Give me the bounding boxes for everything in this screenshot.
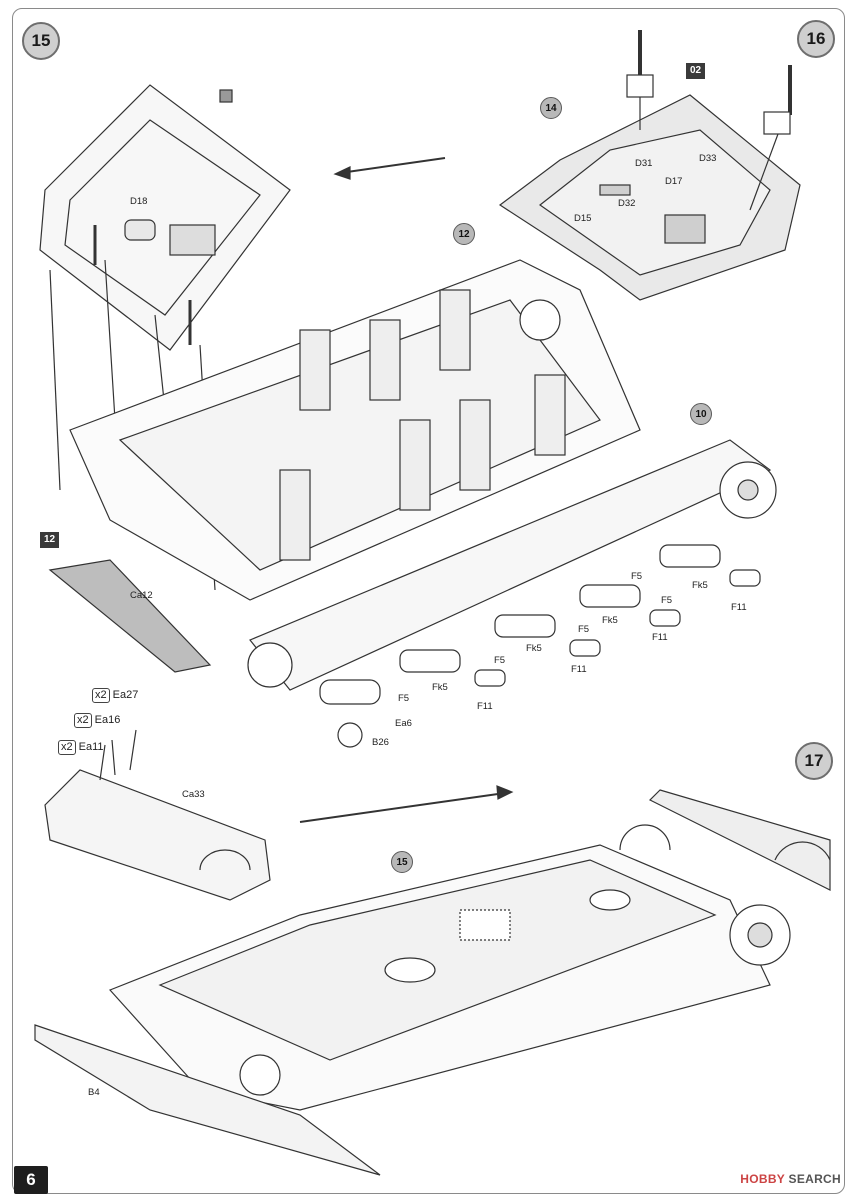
label-d15: D15 <box>574 213 592 224</box>
label-ca12: Ca12 <box>130 590 153 601</box>
watermark: HOBBY SEARCH <box>740 1172 841 1186</box>
box-tag-02: 02 <box>686 63 706 79</box>
page-number: 6 <box>14 1166 48 1194</box>
label-f11-3: F11 <box>652 632 668 643</box>
label-d18: D18 <box>130 196 148 207</box>
page-frame <box>12 8 845 1194</box>
ref-badge-10: 10 <box>690 403 712 425</box>
label-f11-1: F11 <box>477 701 493 712</box>
label-fk5-2: Fk5 <box>526 643 542 654</box>
label-fk5-3: Fk5 <box>602 615 618 626</box>
label-b26: B26 <box>372 737 389 748</box>
ref-badge-12: 12 <box>453 223 475 245</box>
label-ca33: Ca33 <box>182 789 205 800</box>
label-d17: D17 <box>665 176 683 187</box>
floor-plate-15 <box>39 84 291 351</box>
cover-ca33 <box>44 769 271 901</box>
label-fk5-4: Fk5 <box>692 580 708 591</box>
step-badge-16: 16 <box>797 20 835 58</box>
label-b4: B4 <box>88 1087 100 1098</box>
label-ea6: Ea6 <box>395 718 412 729</box>
label-f5-5: F5 <box>631 571 643 582</box>
step-badge-15: 15 <box>22 22 60 60</box>
label-d31: D31 <box>635 158 653 169</box>
label-f5-1: F5 <box>398 693 410 704</box>
label-d32: D32 <box>618 198 636 209</box>
label-fk5-1: Fk5 <box>432 682 448 693</box>
side-panel-ca12 <box>48 559 212 673</box>
label-f5-2: F5 <box>494 655 506 666</box>
label-f11-2: F11 <box>571 664 587 675</box>
ref-badge-14: 14 <box>540 97 562 119</box>
ref-badge-15: 15 <box>391 851 413 873</box>
label-f5-3: F5 <box>578 624 590 635</box>
label-f5-4: F5 <box>661 595 673 606</box>
hatch-d18 <box>124 219 156 241</box>
step-badge-17: 17 <box>795 742 833 780</box>
label-d33: D33 <box>699 153 717 164</box>
label-f11-4: F11 <box>731 602 747 613</box>
rail-b4 <box>34 1024 381 1176</box>
box-tag-12: 12 <box>40 532 60 548</box>
